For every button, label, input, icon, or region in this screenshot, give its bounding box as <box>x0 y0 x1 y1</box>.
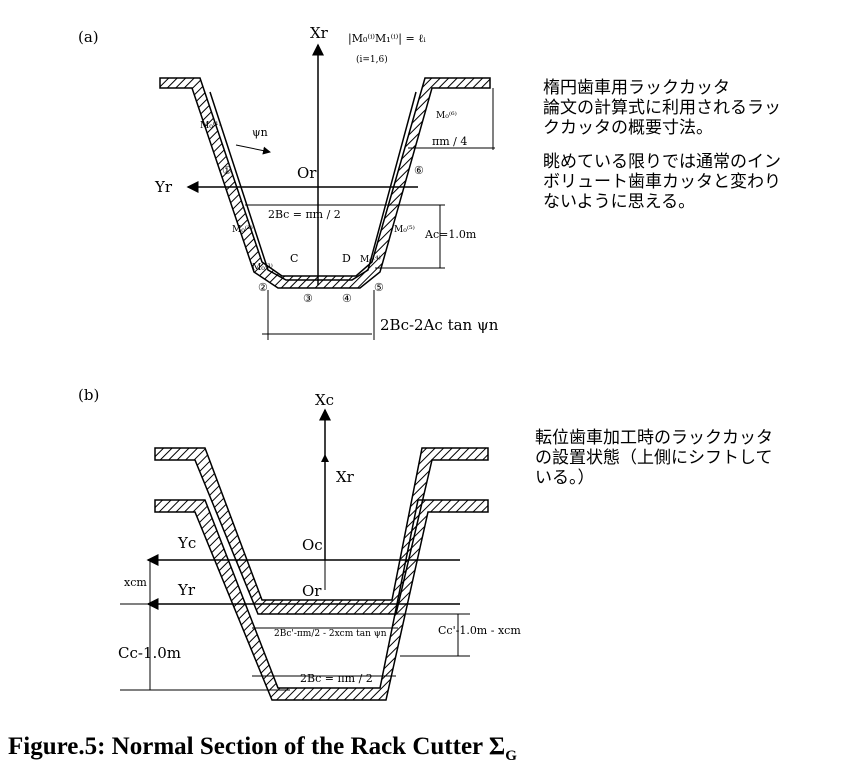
m-label-2: M₀⁽²⁾ <box>232 224 253 235</box>
marker-1: ① <box>222 164 232 177</box>
xr-label-a: Xr <box>310 24 329 42</box>
formula-sub: (i=1,6) <box>356 54 388 65</box>
formula-top: |M₀⁽ⁱ⁾M₁⁽ⁱ⁾| = ℓᵢ <box>348 32 426 46</box>
yc-label: Yc <box>177 534 196 552</box>
marker-4: ④ <box>342 292 352 305</box>
panel-a: (a) Xr Yr Or |M₀⁽ⁱ⁾M₁⁽ⁱ⁾| = ℓᵢ (i=1,6) ψ… <box>78 24 499 340</box>
bottom-dim-label: 2Bc-2Ac tan ψn <box>380 316 499 334</box>
point-d: D <box>342 252 351 265</box>
point-c: C <box>290 252 298 265</box>
m-label-1: M₀⁽¹⁾ <box>200 120 221 131</box>
angle-arrow <box>235 144 271 155</box>
note-panel-a-comment: 眺めている限りでは通常のイン ボリュート歯車カッタと変わり ないように思える。 <box>543 152 781 212</box>
marker-3: ③ <box>303 292 313 305</box>
xc-label: Xc <box>315 391 334 409</box>
addendum-label: Ac=1.0m <box>424 228 477 241</box>
origin-label-a: Or <box>297 164 317 182</box>
cutter-profile-b-inner <box>154 499 489 701</box>
panel-b-tag: (b) <box>78 386 99 404</box>
panel-b: (b) Xc Xr Yc Oc Yr Or xcm Cc-1.0m Cc'-1.… <box>78 386 521 701</box>
shift-label: xcm <box>124 576 147 589</box>
angle-label: ψn <box>252 126 268 139</box>
yr-label-a: Yr <box>154 178 173 196</box>
m-label-6: M₀⁽⁶⁾ <box>436 110 457 121</box>
marker-6: ⑥ <box>414 164 424 177</box>
cutter-profile-a <box>159 77 491 289</box>
note-panel-a-title: 楕円歯車用ラックカッタ 論文の計算式に利用されるラッ クカッタの概要寸法。 <box>543 78 781 138</box>
caption-subscript: G <box>505 748 517 764</box>
caption-text: Figure.5: Normal Section of the Rack Cut… <box>8 733 506 760</box>
figure-caption: Figure.5: Normal Section of the Rack Cut… <box>8 733 517 765</box>
yr-label-b: Yr <box>177 581 196 599</box>
bottom-width-label: 2Bc = πm / 2 <box>300 672 373 685</box>
right-dim-label: Cc'-1.0m - xcm <box>438 624 521 637</box>
m-label-3: M₀⁽³⁾ <box>252 262 273 273</box>
marker-2: ② <box>258 281 268 294</box>
dedendum-label: Cc-1.0m <box>118 644 181 662</box>
m-label-4: M₀⁽⁴⁾ <box>360 254 381 265</box>
xr-label-b: Xr <box>336 468 355 486</box>
inner-width-label: 2Bc'-πm/2 - 2xcm tan ψn <box>274 629 387 639</box>
or-label-b: Or <box>302 582 322 600</box>
panel-a-tag: (a) <box>78 28 99 46</box>
inner-profile-a <box>209 91 417 281</box>
pitch-quarter: πm / 4 <box>432 135 467 148</box>
mid-width-label: 2Bc = πm / 2 <box>268 208 341 221</box>
m-label-5: M₀⁽⁵⁾ <box>394 224 415 235</box>
oc-label: Oc <box>302 536 323 554</box>
marker-5: ⑤ <box>374 281 384 294</box>
note-panel-b: 転位歯車加工時のラックカッタ の設置状態（上側にシフトして いる。） <box>535 428 773 488</box>
